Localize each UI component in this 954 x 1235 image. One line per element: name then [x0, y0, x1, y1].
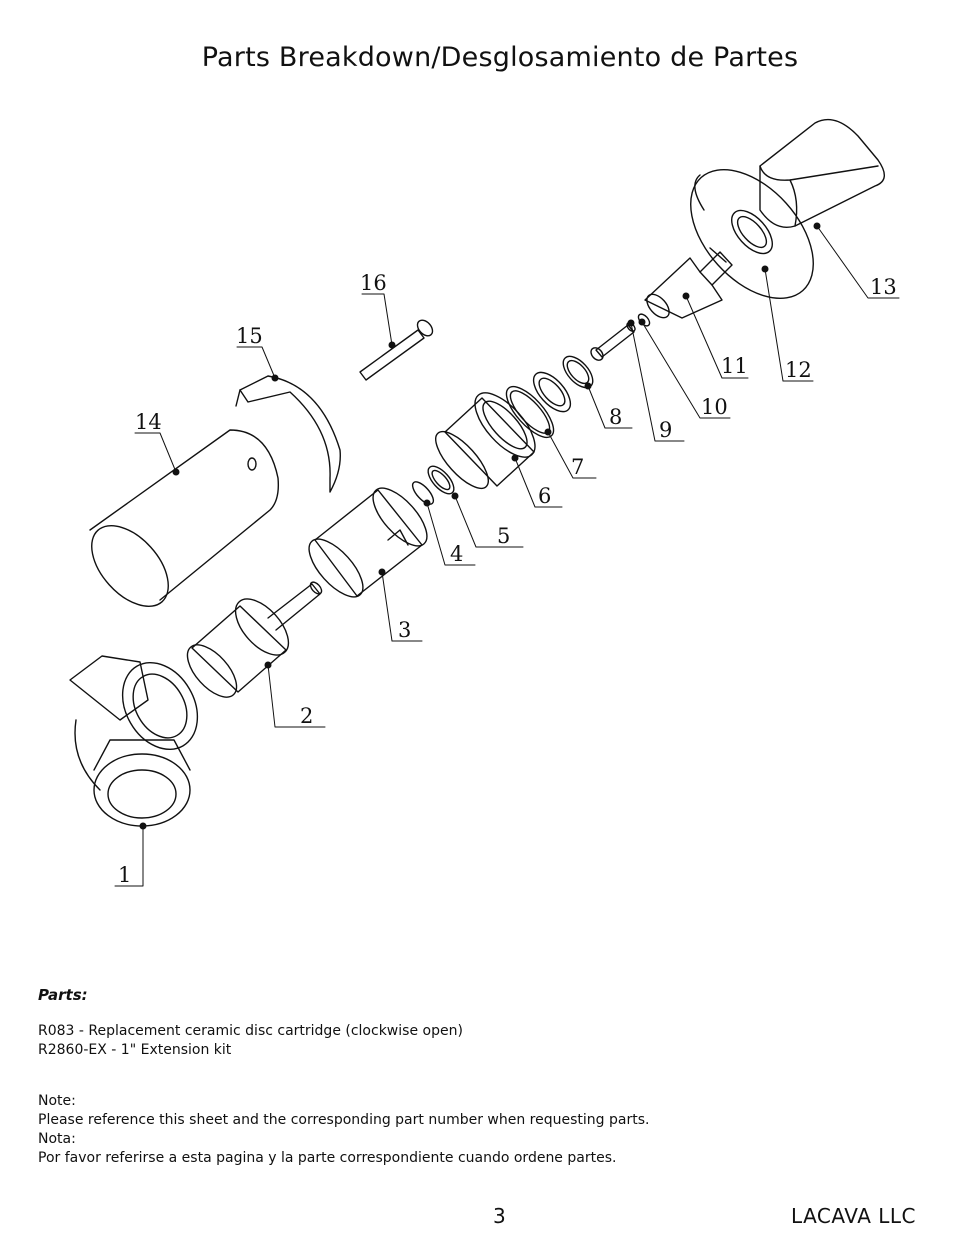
part-5-bonnet	[435, 392, 536, 490]
callout-12: 12	[785, 358, 812, 382]
part-2-cartridge	[186, 581, 323, 698]
callout-numbers: 1 2 3 4 5 6 7 8 9 10 11 12 13 14 15 16	[118, 271, 897, 887]
part-7-ring	[532, 371, 572, 413]
part-16-pin	[359, 319, 434, 381]
callout-2: 2	[300, 704, 313, 728]
callout-11: 11	[721, 354, 748, 378]
callout-9: 9	[659, 418, 672, 442]
part-1-valve-body	[69, 655, 199, 827]
callout-3: 3	[398, 618, 411, 642]
note-label-en: Note:	[38, 1093, 76, 1109]
callout-8: 8	[609, 405, 622, 429]
callout-14: 14	[135, 410, 162, 434]
part-3-extension-sleeve	[308, 487, 428, 598]
parts-item: R083 - Replacement ceramic disc cartridg…	[38, 1023, 463, 1039]
callout-7: 7	[571, 455, 584, 479]
callout-16: 16	[360, 271, 387, 295]
callout-13: 13	[870, 275, 897, 299]
note-text-es: Por favor referirse a esta pagina y la p…	[38, 1150, 617, 1166]
part-15-cover-clip	[235, 375, 341, 493]
callout-10: 10	[701, 395, 728, 419]
parts-heading: Parts:	[38, 986, 88, 1004]
part-4-rings	[411, 465, 455, 505]
parts-list: R083 - Replacement ceramic disc cartridg…	[38, 1022, 463, 1060]
page-title: Parts Breakdown/Desglosamiento de Partes	[201, 42, 799, 73]
part-14-extension-tube	[89, 429, 280, 607]
callout-5: 5	[497, 524, 510, 548]
part-13-handle	[759, 118, 885, 228]
callout-dots	[139, 222, 821, 830]
part-9-screw	[590, 322, 636, 361]
callout-leaders	[114, 225, 900, 887]
callout-6: 6	[538, 484, 551, 508]
parts-item: R2860-EX - 1" Extension kit	[38, 1042, 232, 1058]
note-label-es: Nota:	[38, 1131, 76, 1147]
callout-15: 15	[236, 324, 263, 348]
page-number: 3	[493, 1204, 506, 1228]
notes-block: Note: Please reference this sheet and th…	[38, 1092, 649, 1168]
callout-1: 1	[118, 863, 131, 887]
exploded-parts-diagram: 1 2 3 4 5 6 7 8 9 10 11 12 13 14 15 16	[69, 118, 900, 887]
part-12-escutcheon	[690, 168, 814, 300]
part-11-adapter	[644, 247, 733, 319]
note-text-en: Please reference this sheet and the corr…	[38, 1112, 650, 1128]
callout-4: 4	[450, 542, 463, 566]
company-name: LACAVA LLC	[791, 1204, 916, 1228]
